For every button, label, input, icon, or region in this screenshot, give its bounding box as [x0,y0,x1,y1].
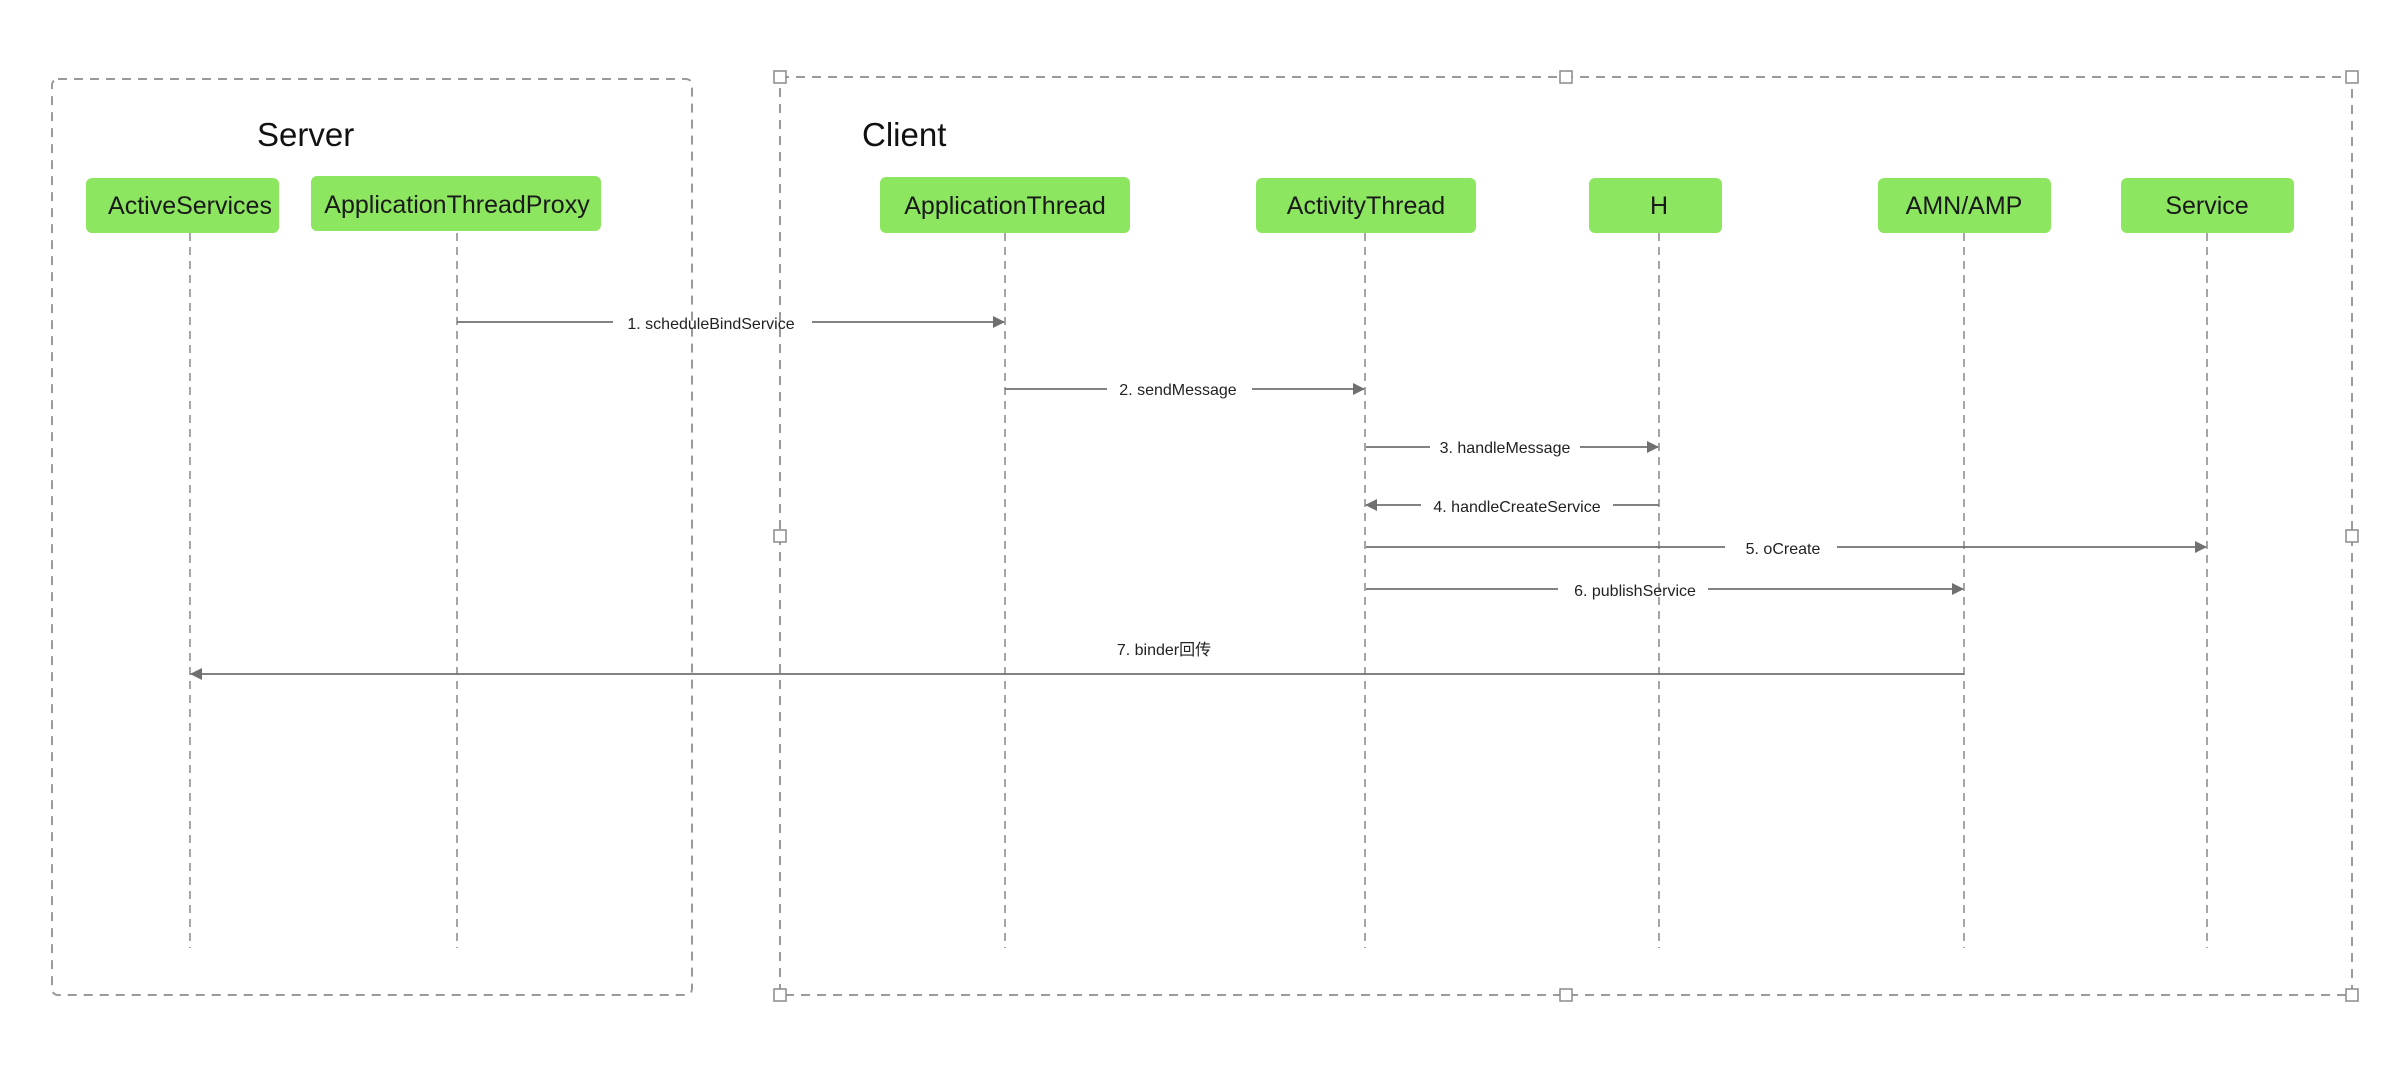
resize-handle-top-middle[interactable] [1559,70,1573,84]
actor-applicationthread-label: ApplicationThread [904,192,1106,220]
messages[interactable] [190,316,2207,680]
actor-applicationthreadproxy[interactable]: ApplicationThreadProxy [311,176,601,231]
resize-handle-middle-right[interactable] [2345,529,2359,543]
actor-activeservices-label: ActiveServices [108,192,272,220]
actors[interactable]: ActiveServices ApplicationThreadProxy Ap… [86,176,2294,233]
actor-amn-amp-label: AMN/AMP [1906,192,2023,220]
message-5-label: 5. oCreate [1746,541,1821,558]
message-labels: 1. scheduleBindService 2. sendMessage 3.… [627,316,1820,659]
message-4-label: 4. handleCreateService [1433,499,1600,516]
client-selection-handles[interactable] [773,70,2359,1002]
server-group: Server [51,78,693,996]
actor-h[interactable]: H [1589,178,1722,233]
server-group-frame [51,78,693,996]
actor-amn-amp[interactable]: AMN/AMP [1878,178,2051,233]
message-6-label: 6. publishService [1574,583,1696,600]
message-7-label: 7. binder回传 [1117,641,1211,659]
resize-handle-top-left[interactable] [773,70,787,84]
actor-applicationthread[interactable]: ApplicationThread [880,177,1130,233]
actor-service[interactable]: Service [2121,178,2294,233]
resize-handle-middle-left[interactable] [773,529,787,543]
actor-h-label: H [1650,192,1668,220]
actor-activitythread[interactable]: ActivityThread [1256,178,1476,233]
message-1-label: 1. scheduleBindService [627,316,794,333]
client-group[interactable]: Client [773,70,2359,1002]
actor-activeservices[interactable]: ActiveServices [86,178,279,233]
message-3-label: 3. handleMessage [1440,440,1571,457]
actor-activitythread-label: ActivityThread [1287,192,1445,220]
resize-handle-bottom-right[interactable] [2345,988,2359,1002]
resize-handle-top-right[interactable] [2345,70,2359,84]
server-group-title: Server [257,116,354,153]
lifelines [189,233,2208,948]
message-2-label: 2. sendMessage [1119,382,1237,399]
resize-handle-bottom-left[interactable] [773,988,787,1002]
resize-handle-bottom-middle[interactable] [1559,988,1573,1002]
actor-applicationthreadproxy-label: ApplicationThreadProxy [324,191,590,219]
actor-service-label: Service [2165,192,2248,220]
client-group-title: Client [862,116,946,153]
